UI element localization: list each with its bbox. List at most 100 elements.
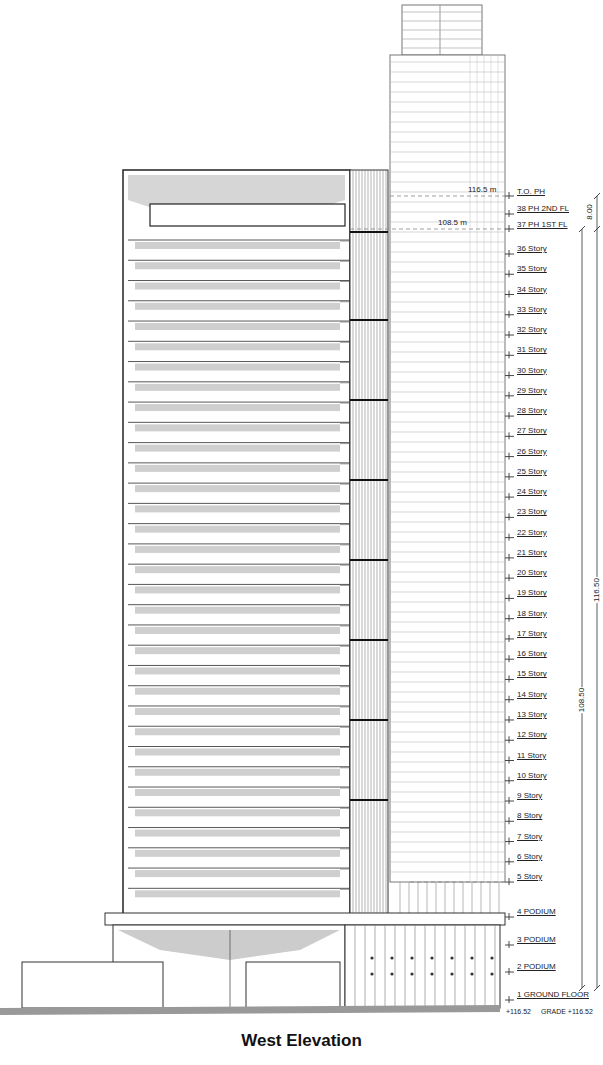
- fin-band: [350, 231, 388, 233]
- balcony-shade: [135, 303, 340, 310]
- balcony-shade: [135, 749, 340, 756]
- balcony-shade: [135, 728, 340, 735]
- balcony-shade: [135, 850, 340, 857]
- floor-line: [128, 381, 350, 382]
- floor-line: [128, 645, 350, 646]
- floor-line: [128, 300, 350, 301]
- level-marker: [505, 534, 514, 541]
- level-marker: [505, 655, 514, 662]
- floor-line: [128, 584, 350, 585]
- floor-line: [128, 564, 350, 565]
- floor-line: [128, 868, 350, 869]
- dimension-tick: [579, 226, 585, 232]
- floor-line: [390, 422, 505, 423]
- screen-dot: [410, 972, 413, 975]
- level-label: 3 PODIUM: [517, 935, 556, 945]
- floor-line: [390, 392, 505, 393]
- level-label: 116.5 m: [468, 185, 496, 195]
- floor-line: [128, 888, 350, 889]
- mullion: [477, 55, 478, 882]
- level-label: 2 PODIUM: [517, 962, 556, 972]
- floor-line: [390, 232, 505, 233]
- level-marker: [505, 453, 514, 460]
- floor-line: [390, 412, 505, 413]
- floor-line: [128, 665, 350, 666]
- column: [400, 882, 401, 913]
- level-marker: [505, 574, 514, 581]
- column: [454, 882, 455, 913]
- column: [436, 882, 437, 913]
- floor-line: [128, 807, 350, 808]
- level-label: 6 Story: [517, 852, 542, 862]
- screen-bar: [365, 925, 366, 1008]
- level-line: [350, 229, 505, 230]
- screen-bar: [455, 925, 456, 1008]
- floor-line: [390, 302, 505, 303]
- canopy-shading: [118, 930, 340, 960]
- floor-line: [390, 542, 505, 543]
- screen-bar: [415, 925, 416, 1008]
- mullion: [498, 55, 499, 882]
- ground: [0, 1005, 500, 1015]
- floor-line: [128, 685, 350, 686]
- floor-line: [128, 462, 350, 463]
- level-marker: [505, 291, 514, 298]
- level-label: 21 Story: [517, 548, 547, 558]
- balcony-shade: [135, 647, 340, 654]
- floor-line: [390, 202, 505, 203]
- floor-line: [390, 62, 505, 63]
- balcony-shade: [135, 485, 340, 492]
- floor-line: [390, 272, 505, 273]
- floor-line: [128, 787, 350, 788]
- floor-line: [390, 852, 505, 853]
- floor-line: [390, 582, 505, 583]
- balcony-shade: [135, 505, 340, 512]
- floor-line: [390, 282, 505, 283]
- balcony-shade: [135, 566, 340, 573]
- floor-line: [390, 372, 505, 373]
- screen-dot: [410, 956, 413, 959]
- screen-bar: [435, 925, 436, 1008]
- screen-dot: [370, 956, 373, 959]
- level-marker: [505, 432, 514, 439]
- floor-line: [390, 112, 505, 113]
- fin: [380, 170, 381, 915]
- screen-bar: [425, 925, 426, 1008]
- fin: [386, 170, 387, 915]
- floor-line: [128, 624, 350, 625]
- level-marker: [505, 941, 514, 948]
- dimension-text: 8.00: [585, 203, 595, 221]
- balcony-shade: [135, 769, 340, 776]
- level-marker: [505, 797, 514, 804]
- fin-band: [350, 319, 388, 321]
- floor-line: [390, 772, 505, 773]
- floor-line: [390, 862, 505, 863]
- balcony-shade: [135, 667, 340, 674]
- balcony-shade: [135, 424, 340, 431]
- level-label: 38 PH 2ND FL: [517, 204, 569, 214]
- level-label: 9 Story: [517, 791, 542, 801]
- floor-line: [390, 662, 505, 663]
- screen-dot: [390, 956, 393, 959]
- floor-line: [390, 472, 505, 473]
- floor-line: [402, 12, 482, 13]
- mullion: [484, 55, 485, 882]
- floor-line: [390, 812, 505, 813]
- balcony-shade: [135, 890, 340, 897]
- balcony-shade: [135, 343, 340, 350]
- floor-line: [390, 622, 505, 623]
- floor-line: [390, 102, 505, 103]
- level-marker: [505, 554, 514, 561]
- floor-line: [390, 672, 505, 673]
- column: [418, 882, 419, 913]
- level-marker: [505, 250, 514, 257]
- balcony-shade: [135, 688, 340, 695]
- column: [409, 882, 410, 913]
- floor-line: [390, 352, 505, 353]
- screen-bar: [405, 925, 406, 1008]
- level-label: 35 Story: [517, 264, 547, 274]
- floor-line: [390, 212, 505, 213]
- balcony-shade: [135, 546, 340, 553]
- level-label: 37 PH 1ST FL: [517, 220, 568, 230]
- floor-line: [402, 48, 482, 49]
